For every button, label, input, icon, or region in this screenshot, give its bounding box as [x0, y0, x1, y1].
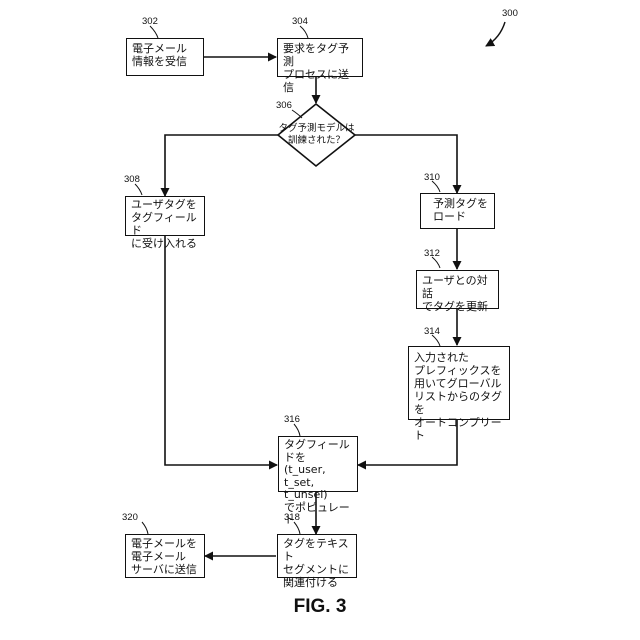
- ref-318: 318: [284, 512, 300, 523]
- ref-306: 306: [276, 100, 292, 111]
- leader-316: [294, 424, 300, 436]
- decision-model-trained: タグ予測モデルは 訓練された？: [278, 123, 355, 147]
- leader-308: [135, 184, 142, 195]
- figure-number: 300: [502, 8, 518, 19]
- leader-304: [300, 26, 308, 38]
- box-autocomplete-global-tags: 入力された プレフィックスを 用いてグローバル リストからのタグを オートコンプ…: [408, 346, 510, 420]
- leader-320: [142, 522, 148, 534]
- ref-310: 310: [424, 172, 440, 183]
- ref-308: 308: [124, 174, 140, 185]
- ref-316: 316: [284, 414, 300, 425]
- figure-caption: FIG. 3: [0, 596, 640, 618]
- leader-306: [292, 110, 302, 118]
- box-send-email-to-server: 電子メールを 電子メール サーバに送信: [125, 534, 205, 578]
- box-load-predicted-tags: 予測タグを ロード: [420, 193, 495, 229]
- arrow-306-to-308: [165, 135, 278, 196]
- arrow-306-to-310: [355, 135, 457, 193]
- ref-304: 304: [292, 16, 308, 27]
- box-associate-tags-with-segments: タグをテキスト セグメントに 関連付ける: [277, 534, 357, 578]
- ref-312: 312: [424, 248, 440, 259]
- arrow-308-to-316: [165, 235, 277, 465]
- ref-314: 314: [424, 326, 440, 337]
- box-receive-email-info: 電子メール 情報を受信: [126, 38, 204, 76]
- box-update-tags-with-user: ユーザとの対話 でタグを更新: [416, 270, 499, 309]
- leader-302: [150, 26, 158, 38]
- box-accept-user-tags: ユーザタグを タグフィールド に受け入れる: [125, 196, 205, 236]
- ref-302: 302: [142, 16, 158, 27]
- box-send-request-to-tag-prediction: 要求をタグ予測 プロセスに送信: [277, 38, 363, 77]
- box-populate-tag-field: タグフィールドを (t_user, t_set, t_unsel) でポピュレー…: [278, 436, 358, 492]
- figure-pointer-arrow: [486, 22, 505, 46]
- ref-320: 320: [122, 512, 138, 523]
